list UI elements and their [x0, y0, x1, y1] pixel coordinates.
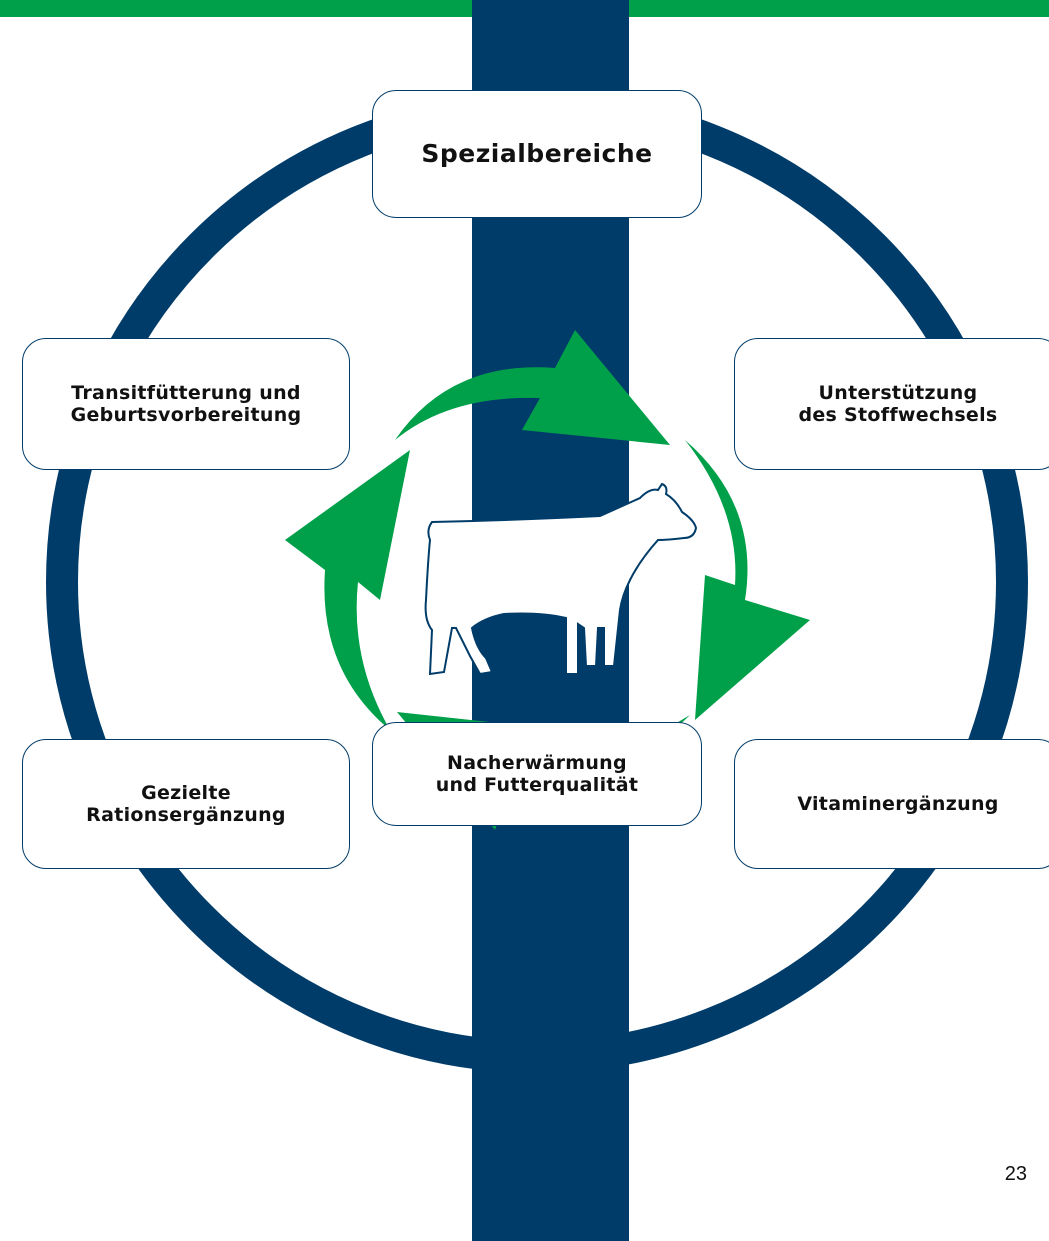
diagram-title: Spezialbereiche [421, 139, 653, 168]
node-label: Transitfütterung und Geburtsvorbereitung [70, 382, 302, 426]
node-label: Vitaminergänzung [797, 793, 999, 815]
node-metabolism-support: Unterstützung des Stoffwechsels [734, 338, 1049, 470]
page-number: 23 [1004, 1163, 1027, 1185]
node-label: Gezielte Rationsergänzung [86, 782, 286, 826]
node-vitamin-supplement: Vitaminergänzung [734, 739, 1049, 869]
node-ration-supplement: Gezielte Rationsergänzung [22, 739, 350, 869]
node-label: Nacherwärmung und Futterqualität [435, 752, 639, 796]
node-label: Unterstützung des Stoffwechsels [798, 382, 998, 426]
cow-icon [424, 482, 698, 676]
node-transit-feeding: Transitfütterung und Geburtsvorbereitung [22, 338, 350, 470]
title-box: Spezialbereiche [372, 90, 702, 218]
node-feed-quality: Nacherwärmung und Futterqualität [372, 722, 702, 826]
